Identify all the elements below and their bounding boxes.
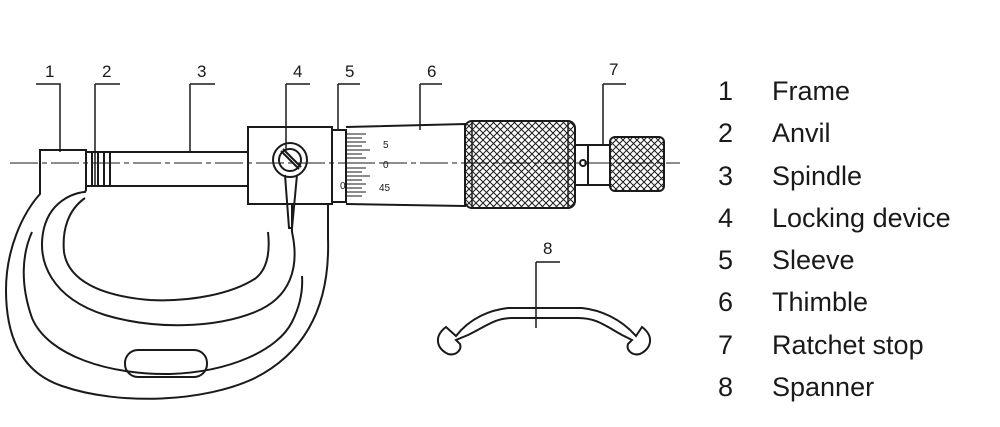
legend-label: Locking device (772, 202, 951, 233)
legend-number: 5 (718, 245, 734, 276)
legend-label: Spindle (772, 160, 863, 191)
spindle (110, 151, 248, 187)
legend-label: Ratchet stop (772, 329, 924, 360)
scale-label-5: 5 (383, 140, 389, 151)
legend-number: 3 (718, 160, 734, 191)
frame (4, 149, 330, 400)
legend-item-frame: 1 Frame (718, 70, 1000, 112)
callout-number-5: 5 (345, 62, 354, 81)
legend-item-locking-device: 4 Locking device (718, 197, 1000, 239)
callout-number-4: 4 (293, 62, 302, 81)
legend-item-spanner: 8 Spanner (718, 366, 1000, 408)
callout-number-1: 1 (45, 62, 54, 81)
scale-label-0: 0 (383, 160, 389, 171)
scale-label-zero: 0 (340, 181, 346, 192)
legend-label: Thimble (772, 287, 869, 318)
parts-legend: 1 Frame 2 Anvil 3 Spindle 4 Locking device 5… (718, 70, 1000, 408)
callout-number-3: 3 (197, 62, 206, 81)
locking-device (272, 142, 308, 229)
legend-label: Anvil (772, 118, 831, 149)
legend-number: 4 (718, 202, 734, 233)
ratchet-stop (574, 136, 665, 192)
knurled-grip (464, 120, 576, 209)
legend-number: 2 (718, 118, 734, 149)
legend-item-ratchet-stop: 7 Ratchet stop (718, 324, 1000, 366)
scale-label-45: 45 (379, 183, 391, 194)
legend-number: 1 (718, 76, 734, 106)
thimble (345, 122, 466, 208)
legend-number: 6 (718, 287, 734, 318)
legend-number: 8 (718, 372, 734, 403)
legend-item-sleeve: 5 Sleeve (718, 239, 1000, 281)
legend-item-anvil: 2 Anvil (718, 112, 1000, 154)
callout-number-2: 2 (102, 62, 111, 81)
legend-item-thimble: 6 Thimble (718, 281, 1000, 323)
leader-lines (36, 83, 626, 328)
callout-number-8: 8 (543, 239, 552, 258)
legend-number: 7 (718, 329, 734, 360)
frame-window (124, 349, 208, 378)
legend-label: Frame (772, 76, 851, 106)
barrel-body (247, 126, 333, 205)
legend-label: Sleeve (772, 245, 855, 276)
callout-number-7: 7 (609, 60, 618, 79)
callout-number-6: 6 (427, 62, 436, 81)
anvil (85, 151, 111, 187)
sleeve (331, 129, 347, 203)
legend-label: Spanner (772, 372, 875, 403)
sleeve-graduations (346, 133, 370, 197)
legend-item-spindle: 3 Spindle (718, 155, 1000, 197)
spanner (437, 307, 651, 356)
